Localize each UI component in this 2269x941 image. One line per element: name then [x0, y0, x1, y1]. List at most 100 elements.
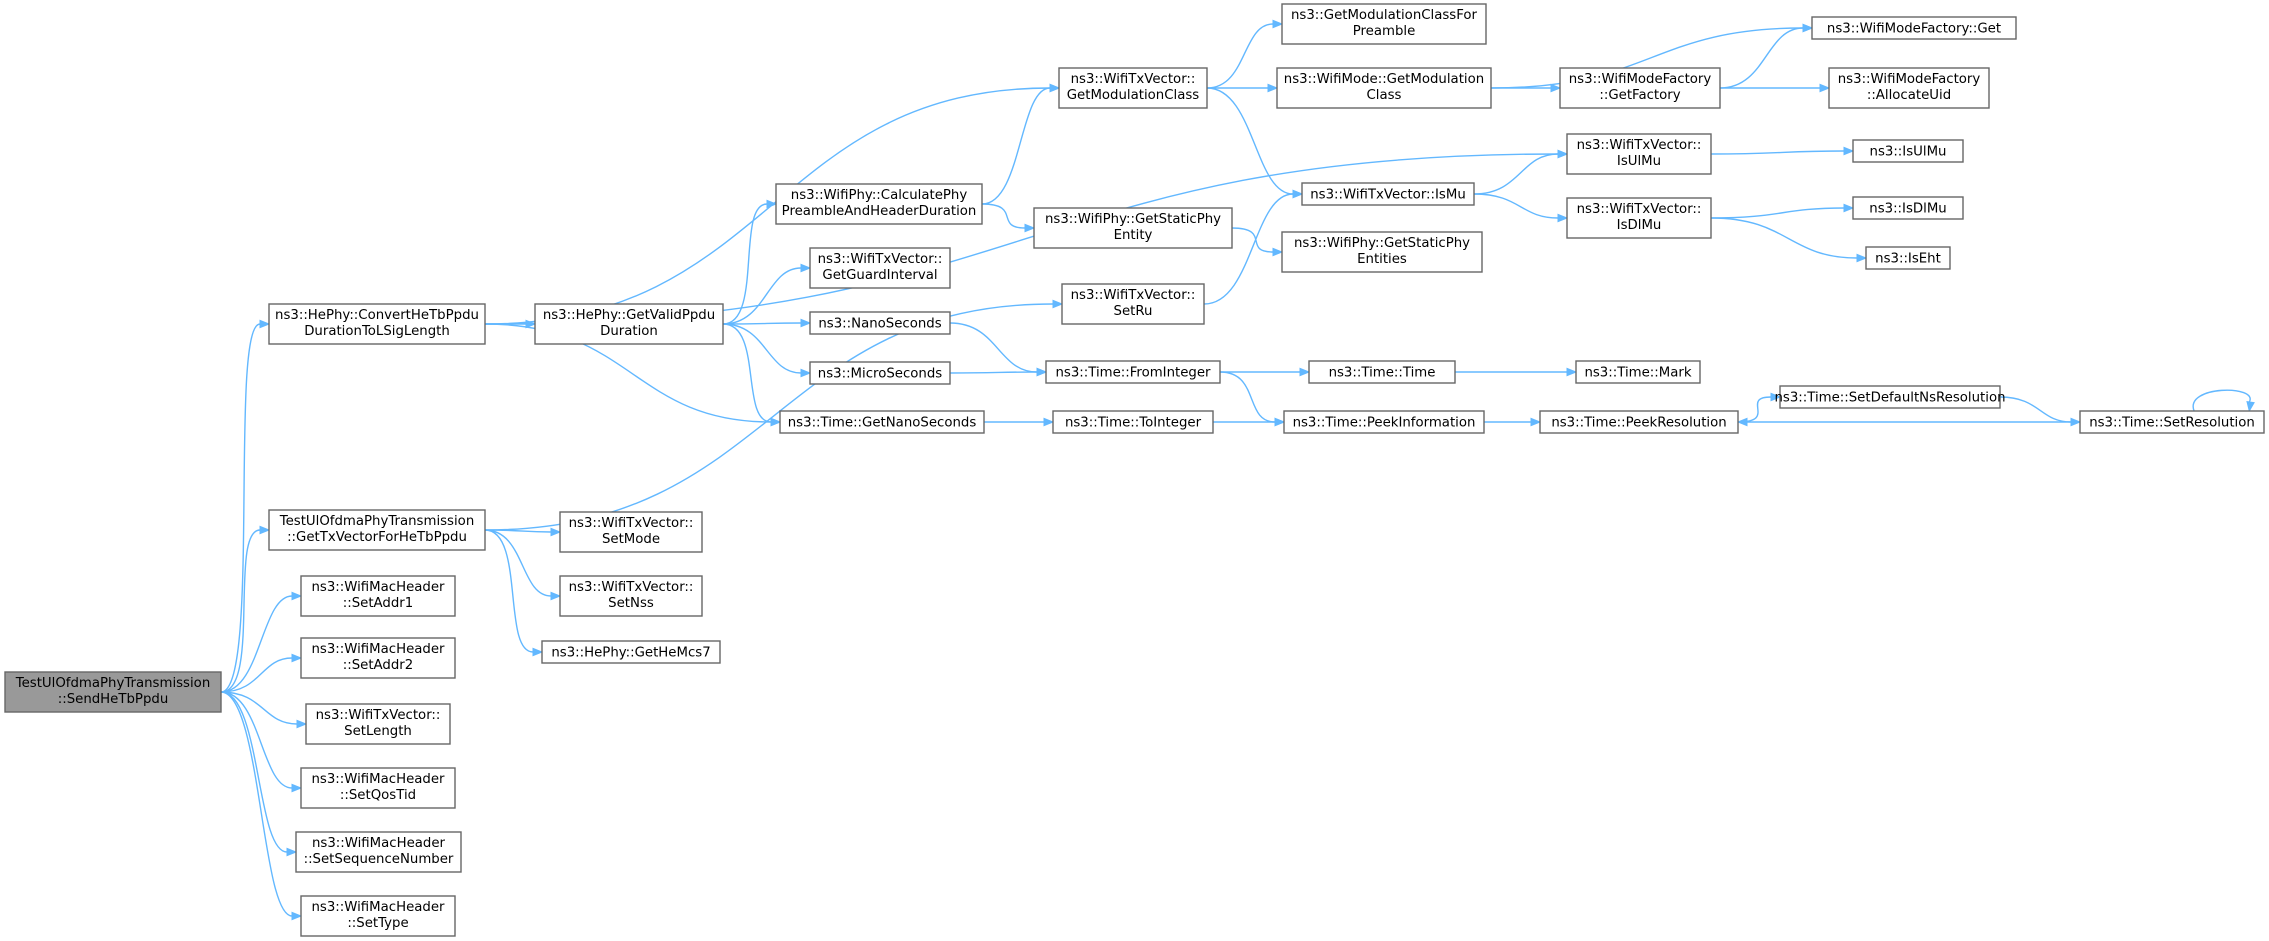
edge-arrowhead [525, 319, 537, 329]
node-guard[interactable]: ns3::WifiTxVector::GetGuardInterval [809, 247, 951, 289]
node-box [300, 767, 456, 809]
node-box [1301, 182, 1475, 206]
node-label-line: ns3::Time::GetNanoSeconds [788, 416, 977, 431]
node-label-line: PreambleAndHeaderDuration [782, 204, 977, 219]
edge-modemodclass-to-getfactory [1491, 83, 1562, 93]
edge-line [220, 657, 293, 693]
edge-line [949, 322, 1038, 373]
node-qostid[interactable]: ns3::WifiMacHeader::SetQosTid [300, 767, 456, 809]
edge-arrowhead [800, 368, 812, 378]
edge-validppdu-to-micro [722, 323, 812, 378]
node-isulmu[interactable]: ns3::IsUlMu [1852, 139, 1964, 163]
node-setnss[interactable]: ns3::WifiTxVector::SetNss [559, 575, 703, 617]
nodes-layer: TestUlOfdmaPhyTransmission::SendHeTbPpdu… [4, 3, 2265, 937]
node-label-line: ns3::WifiPhy::CalculatePhy [791, 188, 968, 203]
node-label-line: ns3::WifiMacHeader [312, 836, 446, 851]
node-label-line: Class [1367, 88, 1402, 103]
edge-arrowhead [550, 527, 562, 537]
node-label-line: ns3::GetModulationClassFor [1291, 8, 1478, 23]
node-addr2[interactable]: ns3::WifiMacHeader::SetAddr2 [300, 637, 456, 679]
node-setdefres[interactable]: ns3::Time::SetDefaultNsResolution [1774, 385, 2006, 409]
edge-root-to-gettxv [220, 525, 271, 693]
node-setmode[interactable]: ns3::WifiTxVector::SetMode [559, 511, 703, 553]
edge-arrowhead [1292, 189, 1304, 199]
edge-gettxv-to-hemcs7 [484, 529, 544, 657]
edge-arrowhead [1272, 19, 1284, 29]
node-frominteger[interactable]: ns3::Time::FromInteger [1045, 360, 1221, 384]
node-label-line: TestUlOfdmaPhyTransmission [15, 676, 211, 691]
node-box [541, 640, 721, 664]
node-ismu[interactable]: ns3::WifiTxVector::IsMu [1301, 182, 1475, 206]
edge-validppdu-to-guard [722, 263, 812, 325]
node-getnano[interactable]: ns3::Time::GetNanoSeconds [779, 410, 985, 434]
node-addr1[interactable]: ns3::WifiMacHeader::SetAddr1 [300, 575, 456, 617]
node-timetime[interactable]: ns3::Time::Time [1308, 360, 1456, 384]
node-nano[interactable]: ns3::NanoSeconds [809, 311, 951, 335]
edge-root-to-setlength [220, 691, 308, 729]
node-box [1052, 410, 1214, 434]
node-box [559, 575, 703, 617]
node-label-line: ::SendHeTbPpdu [58, 692, 169, 707]
node-seqnum[interactable]: ns3::WifiMacHeader::SetSequenceNumber [295, 831, 462, 873]
node-getfactory[interactable]: ns3::WifiModeFactory::GetFactory [1559, 67, 1721, 109]
edge-setres-to-setres [2192, 389, 2255, 413]
node-label-line: TestUlOfdmaPhyTransmission [279, 514, 475, 529]
node-setru[interactable]: ns3::WifiTxVector::SetRu [1061, 283, 1205, 325]
node-calcphy[interactable]: ns3::WifiPhy::CalculatePhyPreambleAndHea… [775, 183, 983, 225]
node-tointeger[interactable]: ns3::Time::ToInteger [1052, 410, 1214, 434]
edge-calcphy-to-getmodclass [981, 83, 1061, 205]
node-box [4, 671, 222, 713]
node-getmodclass[interactable]: ns3::WifiTxVector::GetModulationClass [1058, 67, 1208, 109]
node-box [1852, 196, 1964, 220]
edge-gettxv-to-setnss [484, 529, 562, 601]
edge-arrowhead [1043, 417, 1055, 427]
node-setres[interactable]: ns3::Time::SetResolution [2079, 410, 2265, 434]
edge-micro-to-frominteger [949, 367, 1048, 377]
node-allocuid[interactable]: ns3::WifiModeFactory::AllocateUid [1828, 67, 1990, 109]
node-label-line: ns3::WifiMacHeader [311, 772, 445, 787]
node-box [1281, 3, 1487, 45]
edge-frominteger-to-timetime [1220, 367, 1311, 377]
node-box [559, 511, 703, 553]
edge-line [722, 267, 802, 325]
node-hemcs7[interactable]: ns3::HePhy::GetHeMcs7 [541, 640, 721, 664]
node-isdlmu[interactable]: ns3::IsDlMu [1852, 196, 1964, 220]
node-label-line: ns3::WifiTxVector:: [1071, 72, 1196, 87]
edge-arrowhead [1557, 149, 1569, 159]
edge-gettxv-to-setmode [484, 527, 562, 537]
node-convert[interactable]: ns3::HePhy::ConvertHeTbPpduDurationToLSi… [268, 303, 486, 345]
node-modemodclass[interactable]: ns3::WifiMode::GetModulationClass [1276, 67, 1492, 109]
node-peekinfo[interactable]: ns3::Time::PeekInformation [1283, 410, 1485, 434]
edge-arrowhead [1550, 83, 1562, 93]
edge-line [1473, 193, 1559, 219]
node-box [268, 303, 486, 345]
edge-line [722, 322, 802, 325]
node-setlength[interactable]: ns3::WifiTxVector::SetLength [305, 703, 451, 745]
node-settype[interactable]: ns3::WifiMacHeader::SetType [300, 895, 456, 937]
node-iseht[interactable]: ns3::IsEht [1865, 246, 1951, 270]
node-root[interactable]: TestUlOfdmaPhyTransmission::SendHeTbPpdu [4, 671, 222, 713]
node-isdlmuv[interactable]: ns3::WifiTxVector::IsDlMu [1566, 197, 1712, 239]
node-timemark[interactable]: ns3::Time::Mark [1575, 360, 1701, 384]
edge-arrowhead [1052, 299, 1064, 309]
node-label-line: ns3::Time::PeekInformation [1293, 416, 1476, 431]
edge-arrowhead [1770, 392, 1782, 402]
node-peekres[interactable]: ns3::Time::PeekResolution [1539, 410, 1739, 434]
node-isulmuv[interactable]: ns3::WifiTxVector::IsUlMu [1566, 133, 1712, 175]
edge-line [1473, 153, 1559, 195]
node-label-line: ns3::Time::SetDefaultNsResolution [1774, 391, 2005, 406]
edge-arrowhead [1274, 417, 1286, 427]
edge-staticphy-to-staticphyents [1231, 227, 1284, 257]
node-micro[interactable]: ns3::MicroSeconds [809, 361, 951, 385]
edge-line [722, 323, 802, 374]
node-gettxv[interactable]: TestUlOfdmaPhyTransmission::GetTxVectorF… [268, 509, 486, 551]
node-box [1033, 207, 1233, 249]
node-factoryget[interactable]: ns3::WifiModeFactory::Get [1811, 16, 2017, 40]
edge-arrowhead [1299, 367, 1311, 377]
node-box [809, 247, 951, 289]
edge-line [1203, 193, 1294, 305]
